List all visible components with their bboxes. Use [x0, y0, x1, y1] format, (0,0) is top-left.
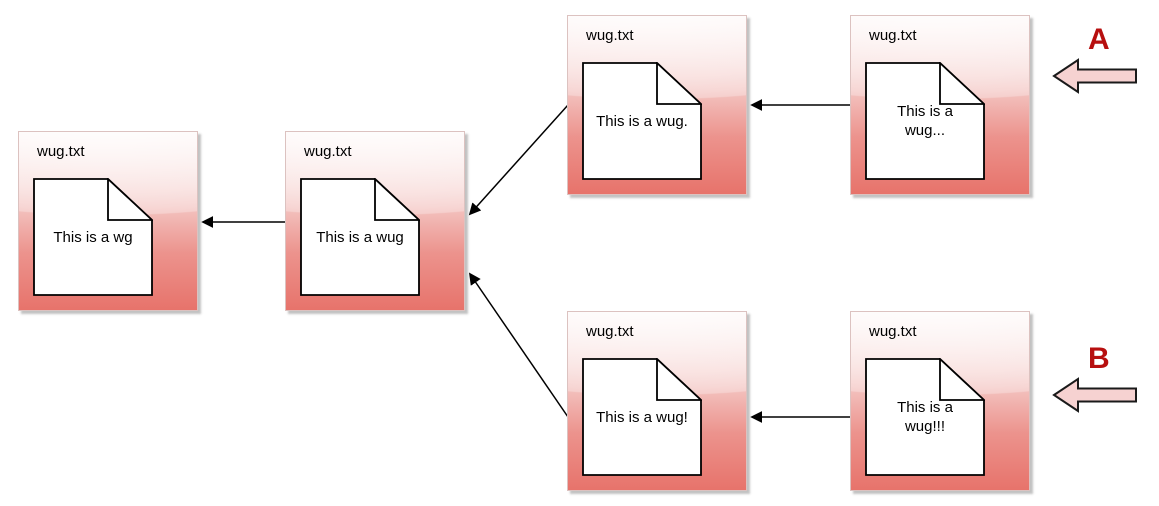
document-icon: This is a wg [33, 178, 153, 296]
document-text: This is a wug! [596, 408, 688, 426]
file-name-label: wug.txt [869, 27, 917, 44]
document-icon: This is a wug! [582, 358, 702, 476]
file-name-label: wug.txt [586, 27, 634, 44]
document-icon: This is a wug [300, 178, 420, 296]
document-folded-corner [107, 178, 153, 221]
branch-label-a: A [1088, 23, 1110, 56]
block-arrow-b [1052, 377, 1137, 413]
document-text: This is a wug. [596, 112, 688, 130]
edge-arrow-n5-to-n2 [468, 272, 569, 418]
document-folded-corner [374, 178, 420, 221]
file-name-label: wug.txt [304, 143, 352, 160]
document-icon: This is a wug... [865, 62, 985, 180]
file-name-label: wug.txt [586, 323, 634, 340]
block-arrow-a [1052, 58, 1137, 94]
document-folded-corner [656, 62, 702, 105]
document-folded-corner [656, 358, 702, 401]
document-icon: This is a wug!!! [865, 358, 985, 476]
document-text: This is a wug [316, 228, 404, 246]
file-name-label: wug.txt [869, 323, 917, 340]
edge-arrow-n3-to-n2 [468, 104, 569, 216]
document-folded-corner [939, 62, 985, 105]
branch-label-b: B [1088, 342, 1110, 375]
document-folded-corner [939, 358, 985, 401]
file-name-label: wug.txt [37, 143, 85, 160]
document-text: This is a wug!!! [897, 399, 953, 435]
document-text: This is a wg [53, 228, 133, 246]
document-icon: This is a wug. [582, 62, 702, 180]
document-text: This is a wug... [897, 103, 953, 139]
